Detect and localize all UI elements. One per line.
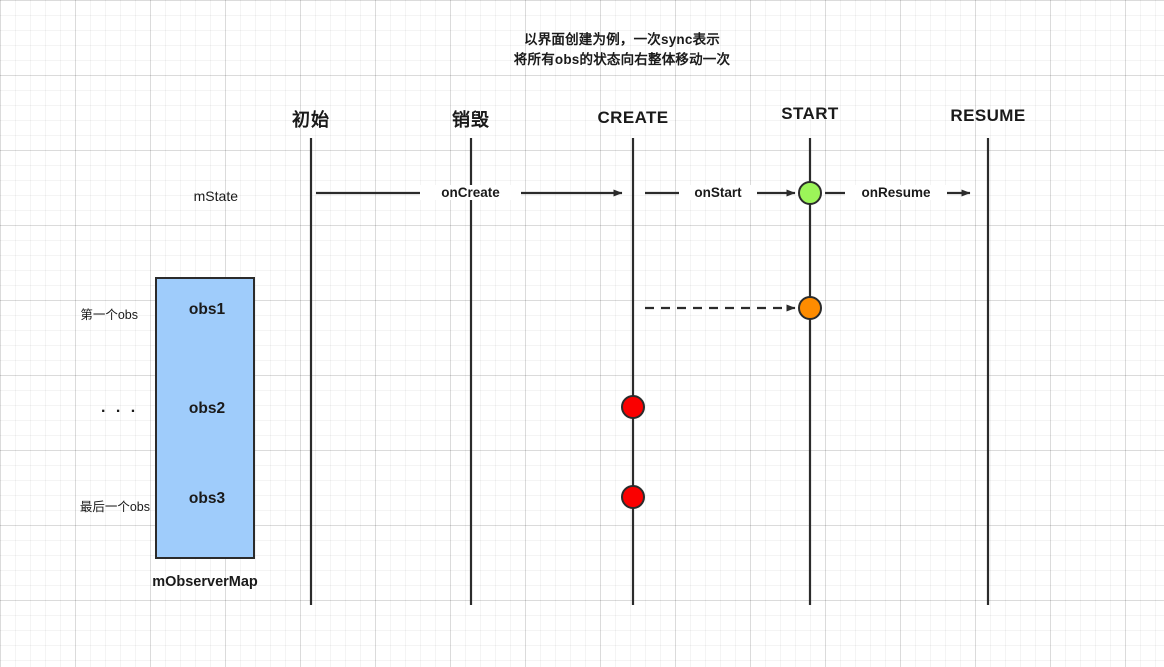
diagram-title: 以界面创建为例，一次sync表示 将所有obs的状态向右整体移动一次 [482, 30, 762, 70]
transition-arrows [316, 189, 971, 312]
observer-item-obs3: obs3 [188, 490, 226, 507]
row-label-ellipsis: . . . [101, 399, 139, 416]
diagram-title-line2: 将所有obs的状态向右整体移动一次 [513, 52, 731, 67]
column-header-start: START [781, 104, 839, 123]
column-header-initial: 初始 [292, 110, 330, 130]
observer-item-obs2: obs2 [188, 400, 226, 417]
row-label-mstate: mState [193, 188, 238, 204]
lifelines [309, 138, 990, 605]
edge-label-oncreate: onCreate [420, 185, 521, 200]
observer-map-label: mObserverMap [152, 574, 258, 590]
row-label-last-obs: 最后一个obs [79, 500, 150, 514]
observer-map-box: obs1 obs2 obs3 [155, 277, 255, 559]
row-label-first-obs: 第一个obs [80, 308, 138, 322]
state-markers [621, 181, 822, 509]
obs3-current-marker [621, 485, 645, 509]
diagram-title-line1: 以界面创建为例，一次sync表示 [524, 32, 720, 47]
obs2-current-marker [621, 395, 645, 419]
observer-item-obs1: obs1 [188, 301, 226, 318]
obs1-current-marker [798, 296, 822, 320]
edge-label-onstart: onStart [679, 185, 757, 200]
mstate-current-marker [798, 181, 822, 205]
column-header-create: CREATE [597, 108, 669, 127]
edge-label-onresume: onResume [845, 185, 947, 200]
column-header-destroyed: 销毁 [452, 110, 490, 130]
column-header-resume: RESUME [950, 106, 1026, 125]
